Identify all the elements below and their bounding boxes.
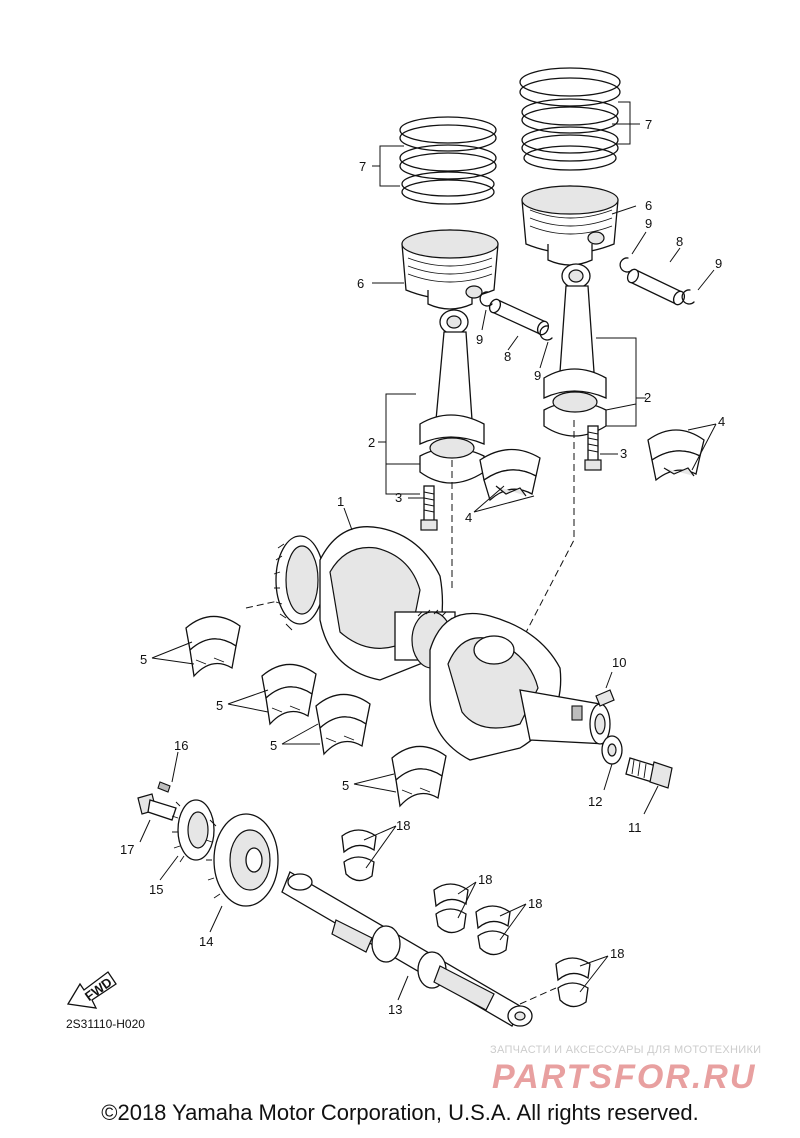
conrod-bolt-right [584, 425, 602, 471]
piston-pin-right [626, 268, 686, 306]
circlip-left-a [479, 291, 493, 307]
callout-3-right: 3 [620, 446, 627, 461]
callout-18-c: 18 [528, 896, 542, 911]
callout-8-left: 8 [504, 349, 511, 364]
balancer-bearing-4 [555, 957, 591, 1008]
piston-rings-right [519, 67, 621, 171]
balancer-drive-gear-small [171, 799, 215, 863]
main-bearing-1 [185, 615, 241, 678]
drawing-code: 2S31110-H020 [66, 1017, 145, 1031]
callout-8-right: 8 [676, 234, 683, 249]
callout-6-left: 6 [357, 276, 364, 291]
callout-3-left: 3 [395, 490, 402, 505]
callout-12: 12 [588, 794, 602, 809]
callout-2-left: 2 [368, 435, 375, 450]
main-bearing-4 [391, 745, 447, 808]
callout-14: 14 [199, 934, 213, 949]
callout-1: 1 [337, 494, 344, 509]
connecting-rod-left [419, 309, 485, 484]
dowel-pin [157, 781, 171, 793]
piston-left [401, 229, 499, 310]
callout-4-left: 4 [465, 510, 472, 525]
callout-18-b: 18 [478, 872, 492, 887]
main-bearing-2 [261, 663, 317, 726]
fwd-arrow-icon: FWD [66, 971, 117, 1009]
callout-9-a: 9 [476, 332, 483, 347]
connecting-rod-right [543, 263, 607, 437]
callout-5-a: 5 [140, 652, 147, 667]
balancer-shaft [281, 871, 533, 1027]
callout-18-a: 18 [396, 818, 410, 833]
balancer-bearing-2 [433, 883, 469, 934]
crank-washer [601, 735, 623, 765]
conrod-bearing-left [479, 448, 541, 502]
conrod-bolt-left [420, 485, 438, 531]
callout-10: 10 [612, 655, 626, 670]
watermark-caption: ЗАПЧАСТИ И АКСЕССУАРЫ ДЛЯ МОТОТЕХНИКИ [490, 1044, 762, 1056]
main-bearing-3 [315, 693, 371, 756]
circlip-left-b [539, 325, 553, 341]
callout-13: 13 [388, 1002, 402, 1017]
callout-16: 16 [174, 738, 188, 753]
balancer-bearing-1 [341, 829, 377, 882]
callout-2-right: 2 [644, 390, 651, 405]
callout-6-right: 6 [645, 198, 652, 213]
woodruff-key [595, 689, 615, 707]
callout-7-left: 7 [359, 159, 366, 174]
crank-bolt [625, 757, 673, 789]
piston-rings-left [399, 116, 497, 205]
callout-9-d: 9 [715, 256, 722, 271]
circlip-right-b [681, 289, 695, 305]
circlip-right-a [619, 257, 633, 273]
callout-11: 11 [628, 820, 642, 835]
balancer-bolt [137, 793, 177, 821]
piston-pin-left [488, 298, 550, 336]
callout-5-d: 5 [342, 778, 349, 793]
copyright-footer: ©2018 Yamaha Motor Corporation, U.S.A. A… [101, 1100, 699, 1125]
callout-17: 17 [120, 842, 134, 857]
callout-5-c: 5 [270, 738, 277, 753]
crankshaft [273, 526, 611, 761]
conrod-bearing-right [647, 429, 705, 482]
callout-18-d: 18 [610, 946, 624, 961]
callout-5-b: 5 [216, 698, 223, 713]
callout-4-right: 4 [718, 414, 725, 429]
watermark-logo: PARTSFOR.RU [492, 1058, 756, 1096]
balancer-gear-large [205, 813, 279, 907]
piston-right [521, 185, 619, 266]
svg-text:PARTSFOR.RU: PARTSFOR.RU [492, 1058, 756, 1096]
callout-9-c: 9 [645, 216, 652, 231]
callout-9-b: 9 [534, 368, 541, 383]
callout-7-right: 7 [645, 117, 652, 132]
balancer-bearing-3 [475, 905, 511, 956]
callout-15: 15 [149, 882, 163, 897]
